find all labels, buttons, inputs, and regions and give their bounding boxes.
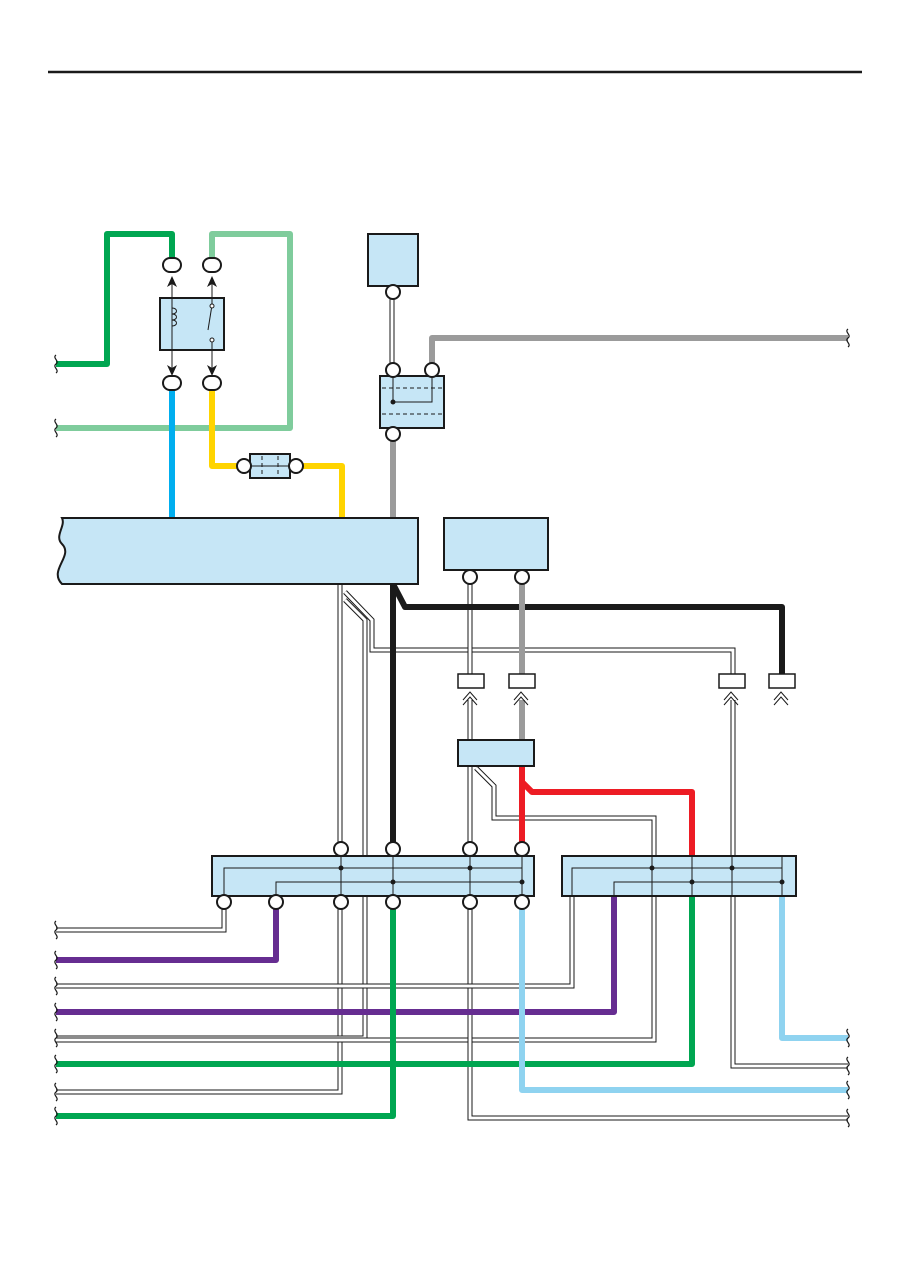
connector-plugs — [457, 673, 796, 706]
wire-break-icon — [54, 1028, 58, 1048]
wire-break-icon — [54, 418, 58, 438]
wire-yellow-relay-to-fuse — [209, 390, 345, 518]
relay-terminal-3 — [162, 375, 182, 391]
left-connector-block — [211, 841, 535, 910]
fuse-block — [379, 362, 445, 442]
wire-break-icon — [54, 976, 58, 996]
wire-green-right-block-out — [56, 896, 695, 1067]
inline-connector — [236, 453, 304, 479]
color-wires — [56, 231, 848, 1119]
wire-break-icon — [54, 1054, 58, 1074]
wire-breaks-right — [846, 328, 850, 1128]
wire-gray-top-right-feed — [429, 335, 848, 363]
wire-purple-right-block-out — [56, 896, 617, 1015]
wire-lightblue-left-block-out — [519, 909, 848, 1093]
wire-break-icon — [54, 920, 58, 940]
wire-red-junction-to-right-block — [519, 766, 695, 856]
wire-break-icon — [54, 354, 58, 374]
plug-3 — [718, 673, 746, 706]
plug-1 — [457, 673, 485, 706]
wire-break-icon — [846, 1108, 850, 1128]
wire-break-icon — [54, 950, 58, 970]
main-ecu — [56, 517, 419, 585]
wire-purple-left-block-out — [56, 909, 279, 963]
wire-break-icon — [846, 1056, 850, 1076]
relay-terminal-2 — [202, 257, 222, 273]
wire-break-icon — [846, 1080, 850, 1100]
wire-break-icon — [54, 1082, 58, 1102]
double-wires — [56, 292, 848, 1121]
wire-break-icon — [54, 1106, 58, 1126]
relay — [159, 257, 225, 391]
wire-green-left-block-out — [56, 909, 396, 1119]
wire-black-ecu-to-right — [390, 582, 785, 674]
plug-2 — [508, 673, 536, 706]
wire-lightblue-right-block-out — [779, 896, 848, 1041]
relay-terminal-4 — [202, 375, 222, 391]
side-module — [443, 517, 549, 585]
relay-terminal-1 — [162, 257, 182, 273]
wire-breaks-left — [54, 354, 58, 1126]
junction-module — [457, 739, 535, 767]
wire-break-icon — [846, 1028, 850, 1048]
wire-break-icon — [846, 328, 850, 348]
wire-break-icon — [54, 1002, 58, 1022]
plug-4 — [768, 673, 796, 706]
wire-green-relay-coil-feed — [56, 231, 175, 367]
right-connector-block — [561, 855, 797, 897]
top-module — [367, 233, 419, 300]
